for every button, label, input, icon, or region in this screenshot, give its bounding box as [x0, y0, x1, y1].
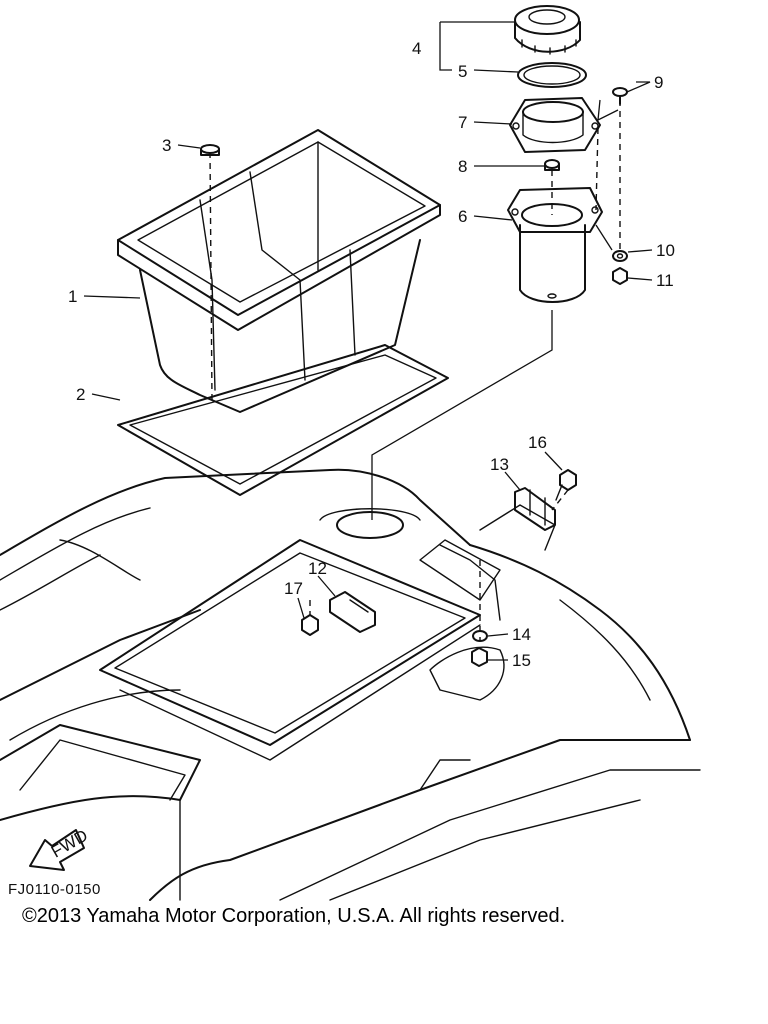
filler-neck-flange [509, 97, 601, 153]
nut-15 [471, 647, 488, 667]
leader-lines [83, 21, 653, 661]
callout-6: 6 [458, 207, 467, 226]
callout-1: 1 [68, 287, 77, 306]
filler-cap [514, 5, 581, 55]
callout-3: 3 [162, 136, 171, 155]
nut-17 [301, 614, 319, 636]
copyright-notice: ©2013 Yamaha Motor Corporation, U.S.A. A… [22, 905, 566, 927]
callout-8: 8 [458, 157, 467, 176]
o-ring [517, 62, 587, 88]
callout-14: 14 [512, 625, 531, 644]
bolt-16 [555, 469, 577, 501]
washer-10 [612, 250, 628, 262]
callout-17: 17 [284, 579, 303, 598]
callout-7: 7 [458, 113, 467, 132]
callout-2: 2 [76, 385, 85, 404]
screw-8 [544, 159, 560, 171]
callout-15: 15 [512, 651, 531, 670]
callout-5: 5 [458, 62, 467, 81]
nut-11 [612, 267, 628, 285]
hull-deck [0, 468, 701, 901]
storage-box [117, 129, 441, 413]
filler-tube [507, 187, 603, 303]
callout-13: 13 [490, 455, 509, 474]
callout-16: 16 [528, 433, 547, 452]
figure-code: FJ0110-0150 [8, 881, 101, 898]
callout-labels: 1 2 3 4 5 7 8 6 9 10 11 16 13 12 17 14 1… [68, 39, 675, 670]
callout-4: 4 [412, 39, 421, 58]
bracket-13 [479, 487, 556, 551]
gasket [117, 344, 449, 496]
screw-3 [200, 144, 220, 156]
fwd-arrow-icon: FWD [29, 826, 91, 871]
plate-12 [329, 591, 376, 633]
callout-11: 11 [656, 271, 674, 290]
callout-9: 9 [654, 73, 663, 92]
callout-12: 12 [308, 559, 327, 578]
callout-10: 10 [656, 241, 675, 260]
assembly-lines [309, 100, 621, 640]
